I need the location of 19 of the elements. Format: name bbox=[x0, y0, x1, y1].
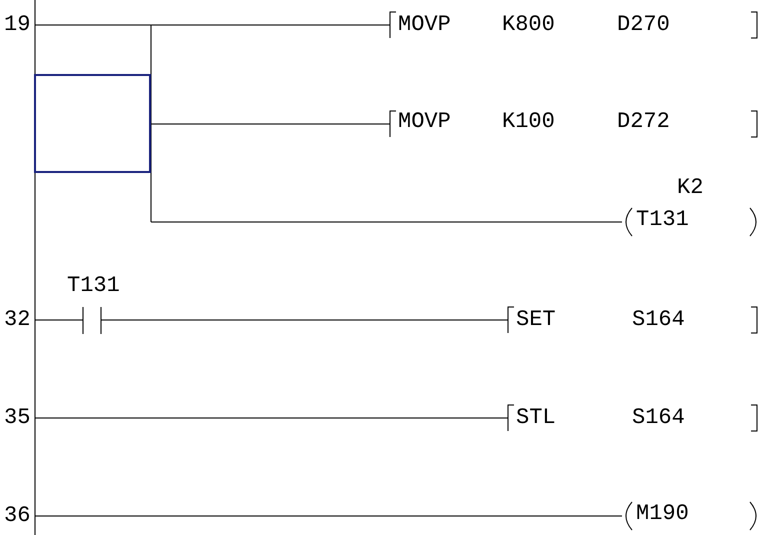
operand-text: K800 bbox=[502, 13, 555, 37]
instruction-text: MOVP bbox=[398, 13, 451, 37]
operand-text: D270 bbox=[617, 13, 670, 37]
rung-number: 32 bbox=[4, 308, 30, 332]
instruction-text: MOVP bbox=[398, 110, 451, 134]
rung-number: 36 bbox=[4, 504, 30, 528]
instruction-text: STL bbox=[516, 406, 556, 430]
operand-text: S164 bbox=[632, 308, 685, 332]
instruction-text: SET bbox=[516, 308, 556, 332]
setpoint-text: K2 bbox=[677, 176, 704, 200]
rung-number: 35 bbox=[4, 406, 30, 430]
selection-cursor bbox=[34, 74, 151, 173]
rung-number: 19 bbox=[4, 13, 30, 37]
operand-text: S164 bbox=[632, 406, 685, 430]
operand-text: D272 bbox=[617, 110, 670, 134]
coil-label: M190 bbox=[636, 502, 689, 526]
contact-label: T131 bbox=[67, 274, 120, 298]
operand-text: K100 bbox=[502, 110, 555, 134]
coil-label: T131 bbox=[636, 208, 689, 232]
